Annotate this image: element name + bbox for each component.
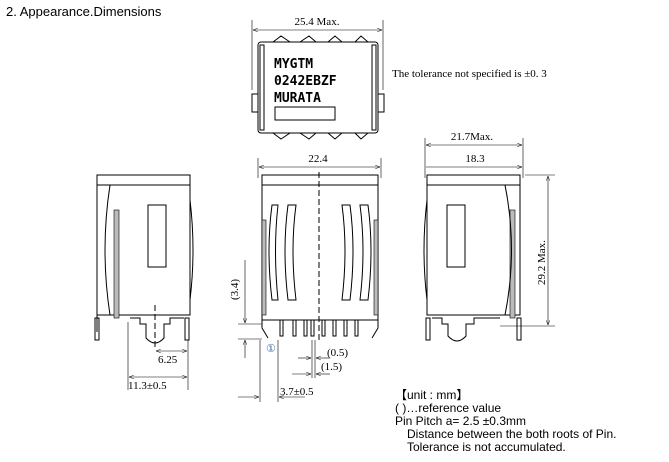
right-view: 21.7Max. 18.3 29.2 Max. [423, 131, 555, 342]
front-view: 22.4 (3.4) ① 3.7±0.5 [229, 153, 382, 402]
left-view: 6.25 11.3±0.5 [94, 174, 194, 392]
offset-label: 3.7±0.5 [280, 386, 314, 398]
front-width-label: 22.4 [308, 153, 328, 165]
notes: 【unit : mm】 ( )…reference value Pin Pitc… [395, 389, 616, 454]
pins [279, 319, 359, 337]
pin-pitch-note: Pin Pitch a= 2.5 ±0.3mm [395, 414, 526, 428]
top-width-label: 25.4 Max. [295, 16, 340, 28]
marking-line-1: MYGTM [274, 57, 313, 72]
pin-pitch-detail-2: Tolerance is not accumulated. [407, 440, 566, 454]
pin-1-marker: ① [266, 343, 276, 355]
section-heading: 2. Appearance.Dimensions [6, 4, 162, 19]
tolerance-note: The tolerance not specified is ±0. 3 [392, 68, 547, 80]
height-ref-label: (3.4) [229, 279, 241, 300]
pin-width-label: (0.5) [327, 347, 348, 359]
outer-width-label: 11.3±0.5 [128, 380, 167, 392]
pin-pitch-detail-1: Distance between the both roots of Pin. [407, 427, 617, 441]
inner-width-label: 6.25 [158, 354, 178, 366]
marking-line-2: 0242EBZF [274, 74, 337, 89]
reference-note: ( )…reference value [395, 401, 502, 415]
top-view: 25.4 Max. MYGTM 0242EBZF MURATA [251, 16, 385, 140]
height-label: 29.2 Max. [536, 240, 548, 285]
unit-note: 【unit : mm】 [395, 388, 469, 402]
marking-line-3: MURATA [274, 91, 321, 106]
right-inner-label: 18.3 [465, 153, 485, 165]
pin-gap-label: (1.5) [321, 361, 342, 373]
right-width-label: 21.7Max. [451, 131, 493, 143]
